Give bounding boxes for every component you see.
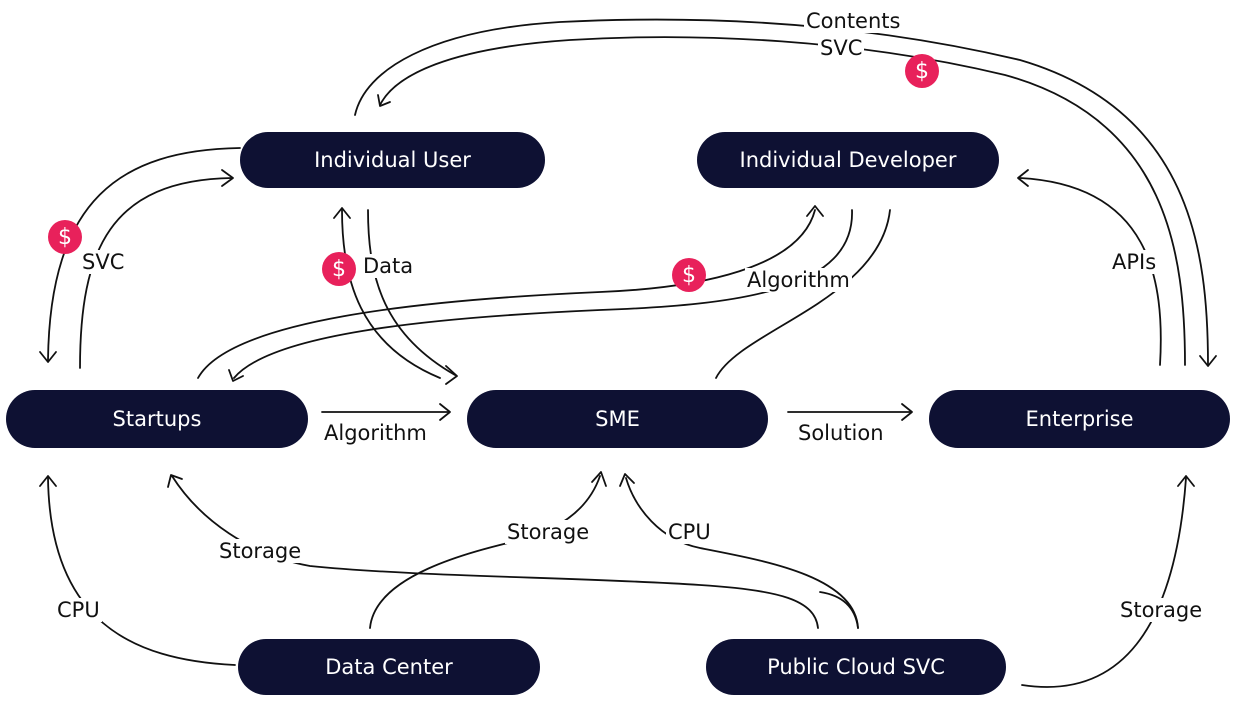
arrowhead-solution	[901, 403, 913, 421]
arrowhead-svc-user	[221, 169, 234, 187]
edge-sme-developer	[715, 209, 891, 379]
label-cpu-left: CPU	[55, 598, 102, 622]
edge-storage-right	[1021, 477, 1187, 688]
node-label: Individual User	[314, 148, 471, 172]
edge-svc-left-outer	[47, 147, 241, 361]
edge-data-up	[341, 209, 441, 379]
edge-algorithm-dev-down	[233, 209, 853, 379]
coin-data-icon: $	[322, 252, 356, 286]
arrowhead-algorithm-developer	[806, 205, 824, 217]
edge-data-down	[367, 209, 456, 376]
edge-cpu-mid	[625, 477, 859, 629]
arrowhead-data-sme	[445, 365, 458, 385]
node-public-cloud-svc: Public Cloud SVC	[706, 639, 1006, 695]
node-label: Public Cloud SVC	[767, 655, 945, 679]
arrowhead-storage-startups	[167, 474, 183, 488]
arrowhead-contents-enterprise	[1199, 355, 1217, 367]
edge-svc-left-inner	[79, 177, 233, 369]
arrowhead-algorithm-startups	[228, 369, 244, 382]
node-label: SME	[595, 407, 640, 431]
node-label: Individual Developer	[739, 148, 957, 172]
label-algorithm-developer: Algorithm	[745, 268, 852, 292]
label-svc-top: SVC	[818, 36, 865, 60]
node-startups: Startups	[6, 390, 308, 448]
arrowhead-svc-startups	[39, 351, 57, 363]
coin-svc-icon: $	[48, 220, 82, 254]
label-storage-right: Storage	[1118, 598, 1205, 622]
node-data-center: Data Center	[238, 639, 540, 695]
label-svc-left: SVC	[80, 250, 127, 274]
node-label: Data Center	[325, 655, 453, 679]
label-algorithm-sme: Algorithm	[322, 421, 429, 445]
edge-apis	[1019, 177, 1162, 366]
node-enterprise: Enterprise	[929, 390, 1230, 448]
label-cpu-mid: CPU	[666, 520, 713, 544]
arrowhead-cpu-sme	[619, 473, 635, 487]
label-apis: APIs	[1110, 250, 1159, 274]
edge-algorithm-dev-up	[197, 209, 816, 379]
label-contents: Contents	[804, 9, 903, 33]
coin-contents-icon: $	[905, 54, 939, 88]
node-sme: SME	[467, 390, 768, 448]
arrowhead-apis	[1017, 169, 1029, 187]
edge-storage-left	[171, 475, 819, 629]
label-data: Data	[361, 254, 416, 278]
arrowhead-algorithm-sme	[439, 403, 451, 421]
node-individual-developer: Individual Developer	[697, 132, 999, 188]
edge-cpu-left	[47, 477, 236, 666]
arrowhead-data-user	[333, 207, 351, 219]
label-storage-left: Storage	[217, 539, 304, 563]
node-label: Startups	[112, 407, 202, 431]
edge-storage-mid	[369, 475, 601, 629]
node-label: Enterprise	[1025, 407, 1134, 431]
label-solution: Solution	[796, 421, 886, 445]
arrowhead-contents-user	[377, 94, 391, 107]
edge-contents-outer	[354, 18, 1209, 366]
label-storage-mid: Storage	[505, 520, 592, 544]
node-individual-user: Individual User	[240, 132, 545, 188]
arrowhead-storage-sme	[591, 471, 607, 487]
arrowhead-storage-enterprise	[1177, 475, 1195, 487]
coin-algorithm-icon: $	[672, 258, 706, 292]
arrowhead-cpu-startups	[39, 475, 57, 487]
